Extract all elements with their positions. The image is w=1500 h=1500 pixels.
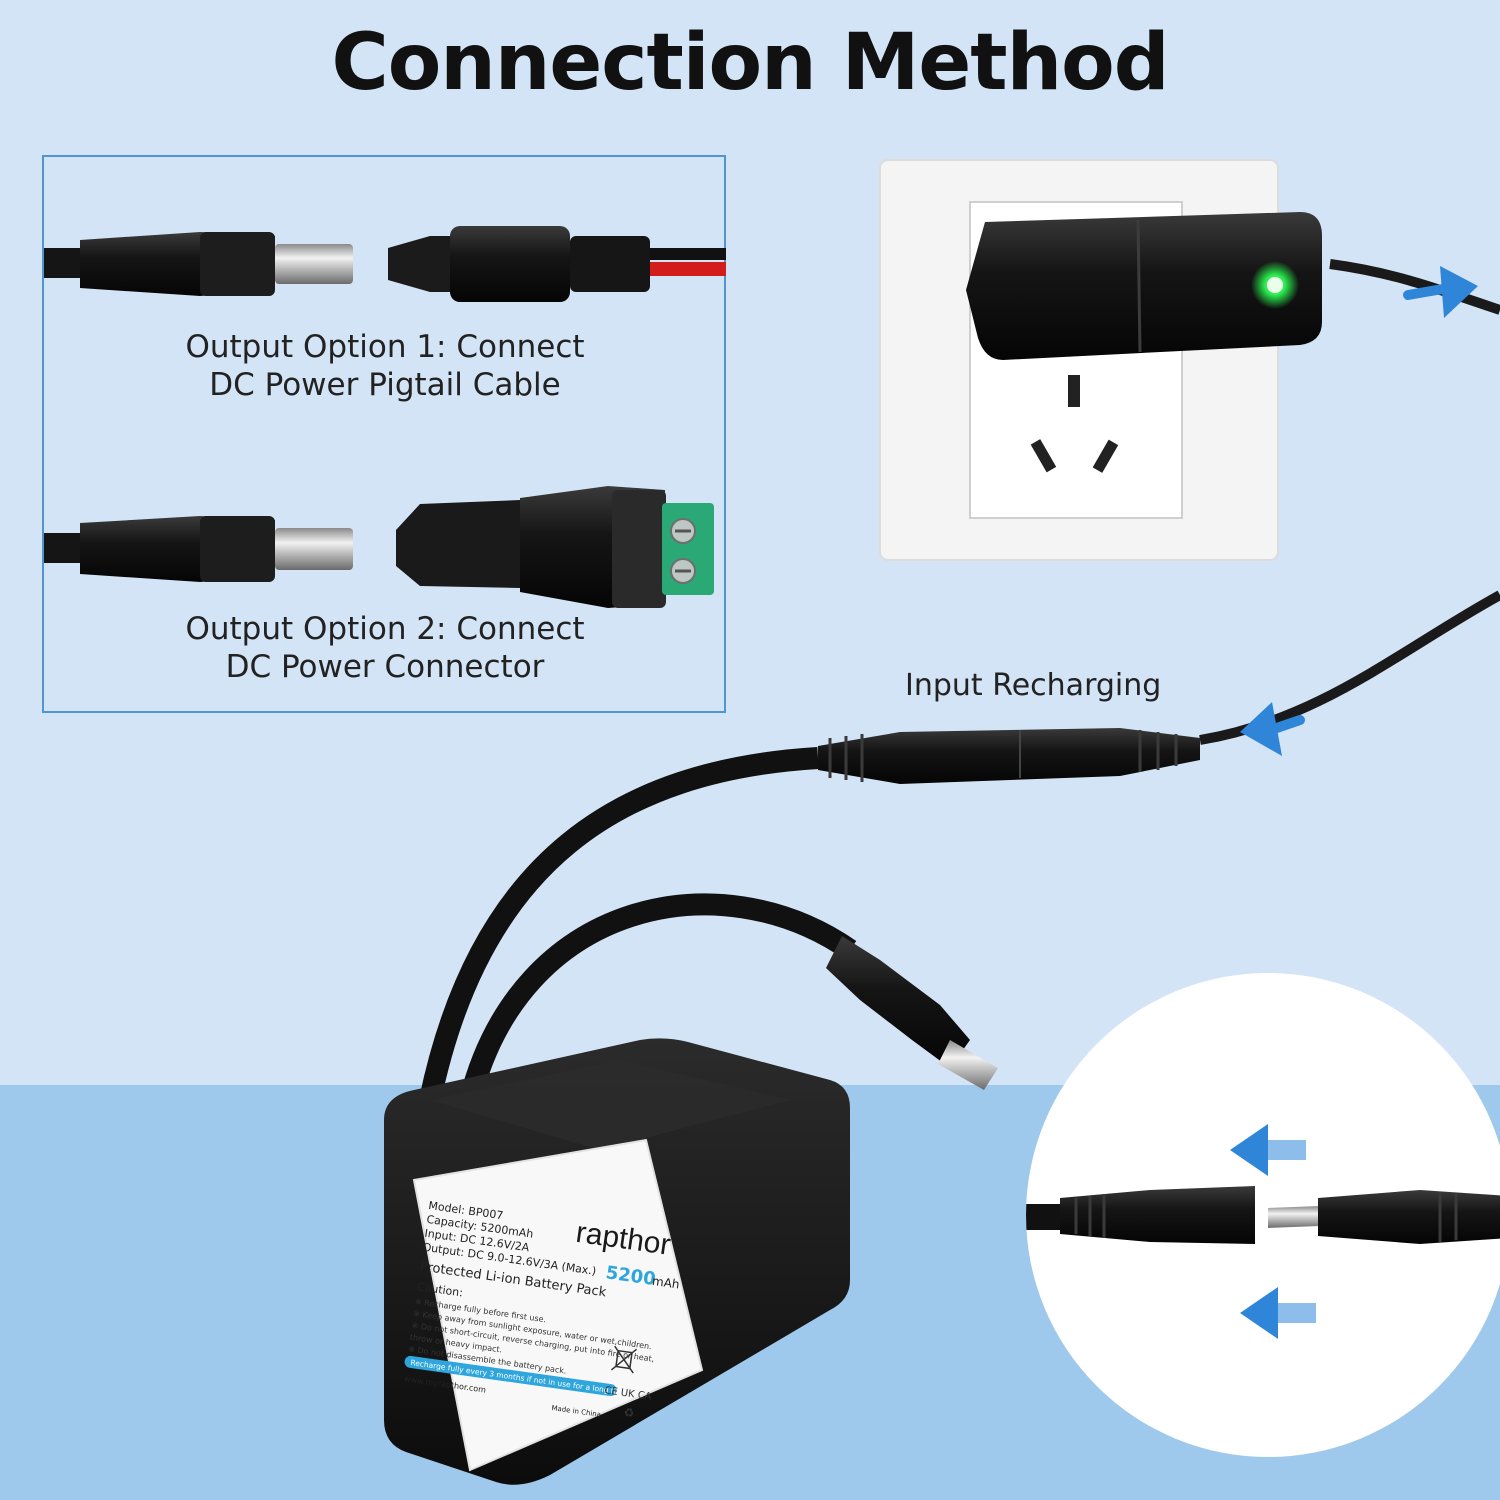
recycle-icon: ♻ — [623, 1405, 636, 1420]
input-recharging-label: Input Recharging — [905, 668, 1162, 703]
option2-caption: Output Option 2: Connect DC Power Connec… — [150, 610, 620, 686]
battery-output-plug — [826, 936, 998, 1090]
input-cable — [419, 747, 819, 1103]
label-caution: Caution: — [416, 1280, 464, 1299]
page-title: Connection Method — [331, 18, 1169, 108]
arrow-right-icon — [1403, 266, 1478, 318]
battery-pack — [384, 1038, 850, 1485]
input-recharging-connector — [818, 728, 1200, 784]
option1-line1: Output Option 1: Connect — [185, 329, 585, 365]
arrow-left-icon — [1240, 702, 1305, 756]
capacity-unit: mAh — [651, 1274, 680, 1292]
arrow-left-icon — [1230, 1124, 1306, 1176]
option2-female-terminal-connector — [396, 486, 714, 608]
option1-male-plug — [44, 232, 353, 296]
output-options-box — [42, 155, 726, 713]
option1-caption: Output Option 1: Connect DC Power Pigtai… — [150, 328, 620, 404]
charger-adapter — [966, 212, 1500, 360]
option2-line2: DC Power Connector — [225, 649, 545, 685]
zoom-detail-circle — [1026, 973, 1500, 1457]
option1-female-pigtail — [388, 226, 726, 302]
option2-male-plug — [44, 516, 353, 582]
output-cable — [459, 893, 857, 1103]
charger-cable — [1199, 590, 1500, 745]
arrow-left-icon — [1240, 1287, 1316, 1339]
weee-bin-icon — [610, 1345, 638, 1374]
option1-line2: DC Power Pigtail Cable — [209, 367, 561, 403]
option2-line1: Output Option 2: Connect — [185, 611, 585, 647]
